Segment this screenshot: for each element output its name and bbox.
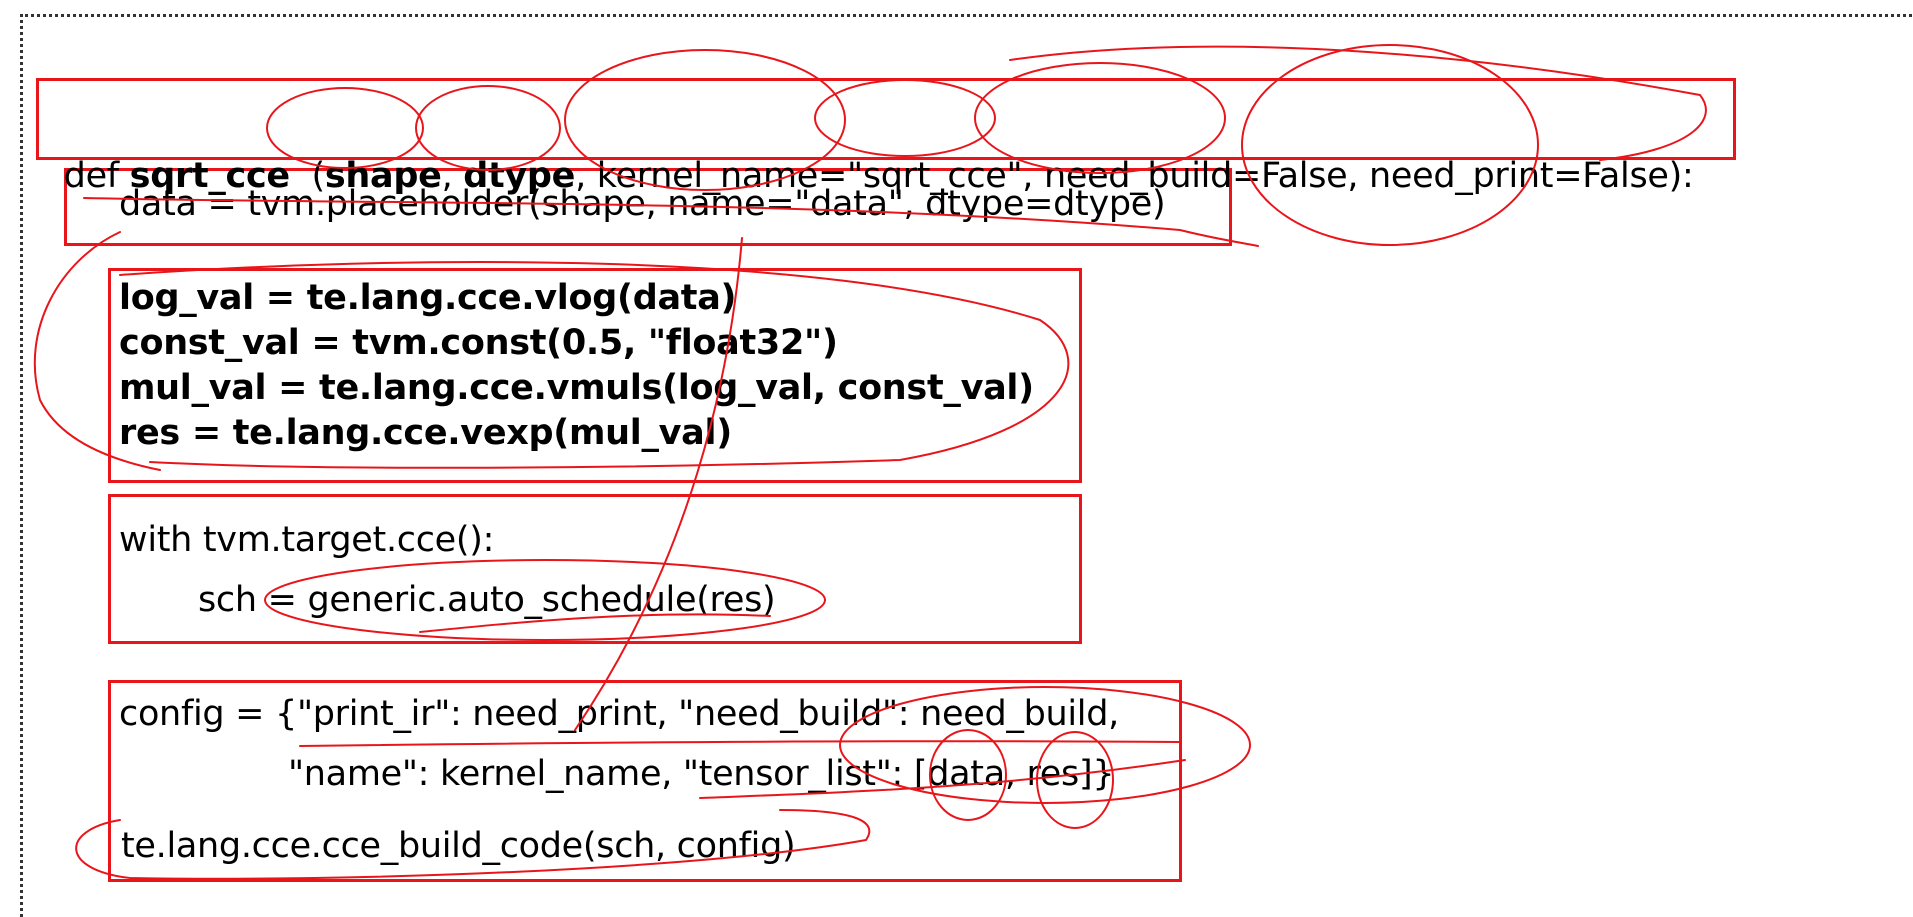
schedule-with-line: with tvm.target.cce():	[119, 520, 495, 560]
config-line-1: config = {"print_ir": need_print, "need_…	[119, 694, 1119, 734]
placeholder-line: data = tvm.placeholder(shape, name="data…	[119, 184, 1166, 224]
schedule-sch-line: sch = generic.auto_schedule(res)	[198, 580, 776, 620]
def-keyword: def	[63, 156, 130, 196]
slide-frame	[20, 14, 1913, 917]
param-separator: ,	[441, 156, 464, 196]
compute-line-const: const_val = tvm.const(0.5, "float32")	[119, 323, 838, 363]
build-line: te.lang.cce.cce_build_code(sch, config)	[121, 826, 796, 866]
function-name: sqrt_cce	[129, 156, 291, 196]
config-line-2: "name": kernel_name, "tensor_list": [dat…	[288, 754, 1115, 794]
compute-line-res: res = te.lang.cce.vexp(mul_val)	[119, 413, 732, 453]
compute-line-log: log_val = te.lang.cce.vlog(data)	[119, 278, 737, 318]
compute-line-mul: mul_val = te.lang.cce.vmuls(log_val, con…	[119, 368, 1034, 408]
